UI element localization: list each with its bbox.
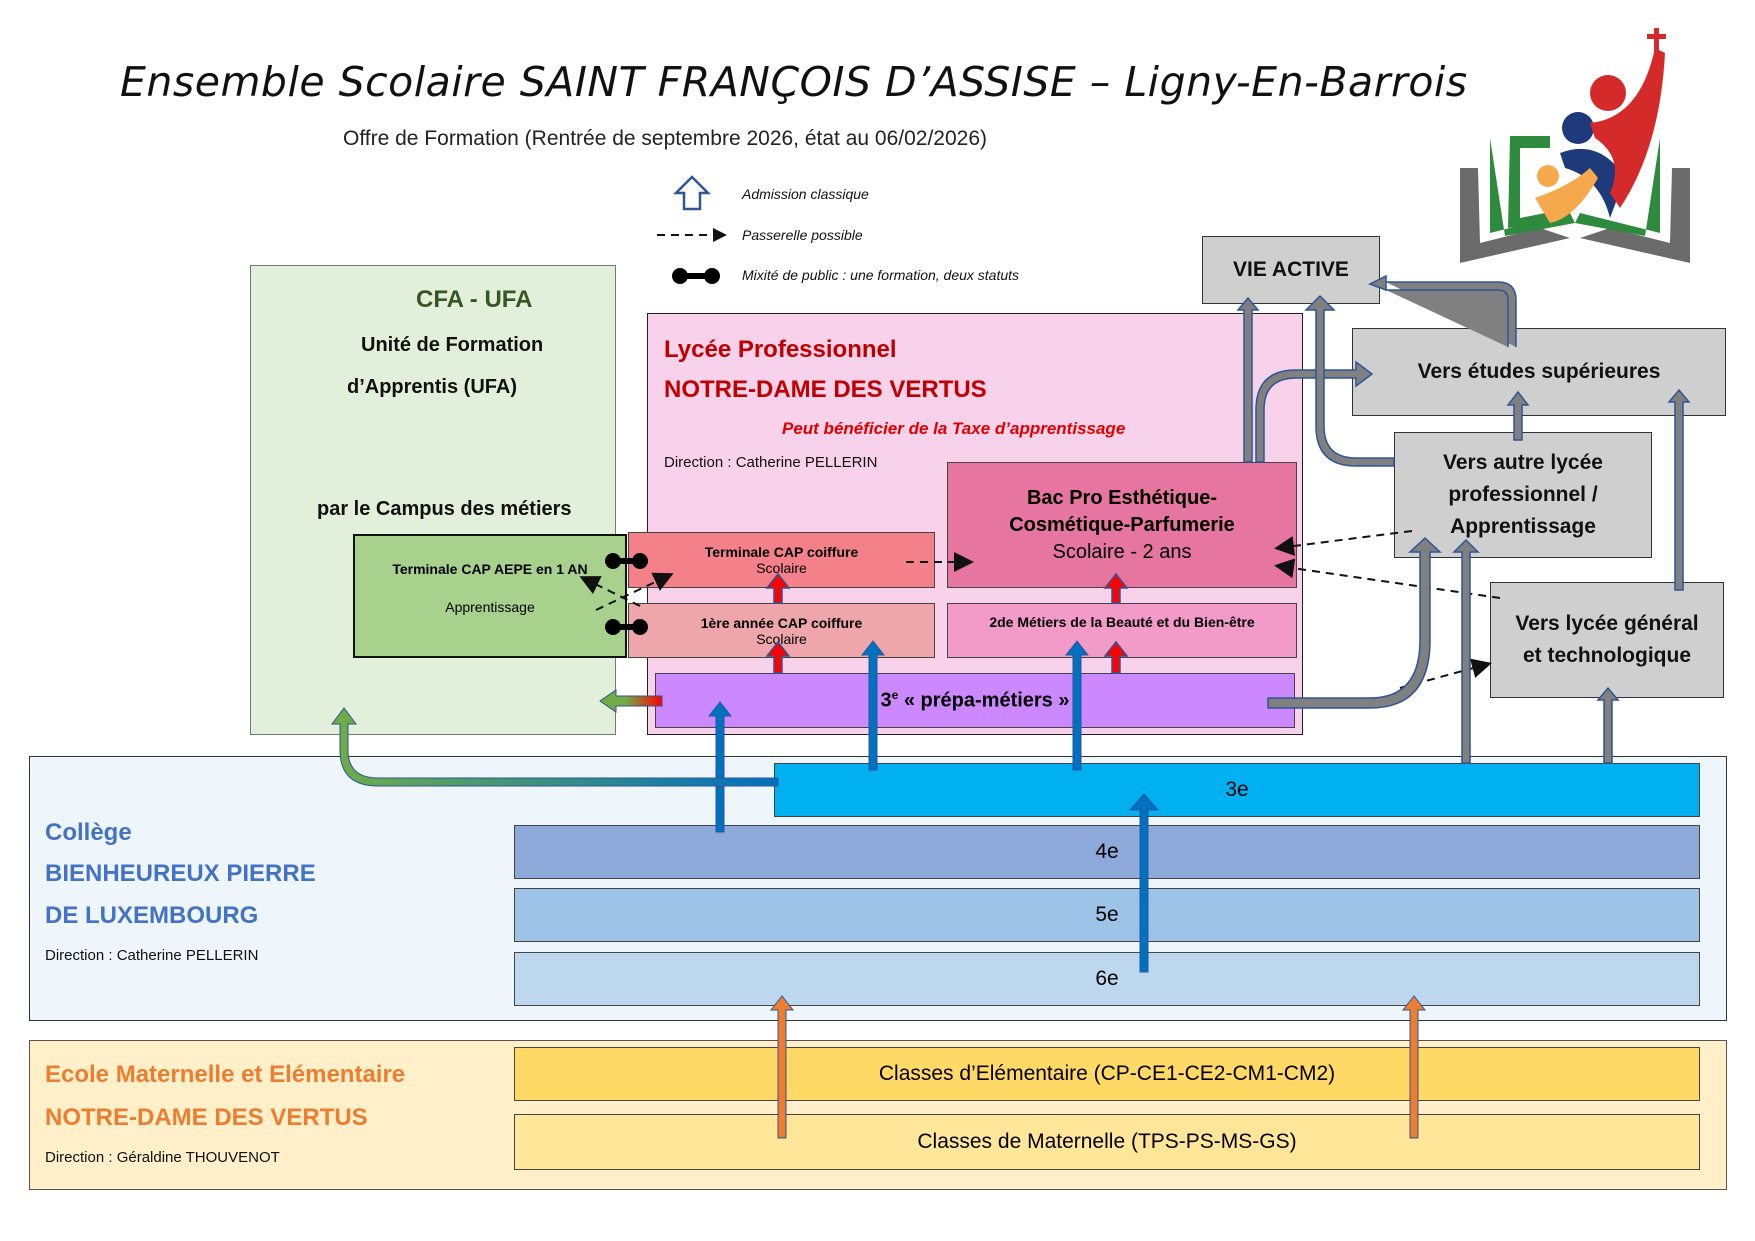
level-5e[interactable]: 5e: [514, 888, 1700, 942]
outcome-label-line2: professionnel /: [1448, 483, 1598, 506]
program-name: 2de Métiers de la Beauté et du Bien-être: [989, 614, 1255, 630]
level-3e[interactable]: 3e: [774, 763, 1700, 817]
cfa-subtitle-line1: Unité de Formation: [361, 334, 544, 356]
outcome-label-line1: Vers lycée général: [1515, 612, 1699, 635]
program-status: Apprentissage: [445, 599, 535, 615]
taxe-apprentissage-note: Peut bénéficier de la Taxe d’apprentissa…: [782, 419, 1126, 438]
program-status: Scolaire: [756, 630, 807, 647]
college-title-line1: Collège: [45, 819, 132, 846]
outcome-label-line1: Vers autre lycée: [1443, 451, 1603, 474]
page-subtitle: Offre de Formation (Rentrée de septembre…: [342, 127, 987, 150]
lycee-title-line2: NOTRE-DAME DES VERTUS: [664, 376, 987, 403]
arrow-3e-to-autre-lycee: [1452, 538, 1480, 764]
program-bac-pro-esthetique[interactable]: Bac Pro Esthétique- Cosmétique-Parfumeri…: [947, 462, 1297, 588]
page-title: Ensemble Scolaire SAINT FRANÇOIS D’ASSIS…: [120, 58, 1468, 106]
dumbbell-link-icon: [672, 268, 720, 284]
program-name: 3e « prépa-métiers »: [880, 688, 1070, 712]
cfa-title: CFA - UFA: [416, 286, 533, 313]
level-4e[interactable]: 4e: [514, 825, 1700, 879]
cfa-ufa-panel: CFA - UFA Unité de Formation d’Apprentis…: [250, 265, 616, 735]
outcome-label: VIE ACTIVE: [1233, 258, 1349, 281]
college-title-line3: DE LUXEMBOURG: [45, 902, 259, 929]
cfa-subtitle-line2: d’Apprentis (UFA): [347, 376, 517, 398]
level-6e[interactable]: 6e: [514, 952, 1700, 1006]
passerelle-prepa-to-general: [1399, 658, 1492, 689]
college-direction: Direction : Catherine PELLERIN: [45, 947, 259, 964]
dashed-arrow-icon: [657, 228, 727, 242]
level-label: Classes de Maternelle (TPS-PS-MS-GS): [917, 1130, 1297, 1153]
program-terminale-cap-coiffure[interactable]: Terminale CAP coiffure Scolaire: [628, 532, 935, 588]
outline-up-arrow-icon: [672, 175, 712, 211]
program-status: Scolaire: [756, 560, 807, 576]
outcome-label-line3: Apprentissage: [1450, 515, 1596, 538]
legend-label-admission: Admission classique: [742, 186, 869, 202]
program-status: Scolaire - 2 ans: [1052, 540, 1192, 563]
college-title-line2: BIENHEUREUX PIERRE: [45, 860, 316, 887]
ecole-title-line2: NOTRE-DAME DES VERTUS: [45, 1104, 368, 1131]
level-label: Classes d’Elémentaire (CP-CE1-CE2-CM1-CM…: [878, 1062, 1336, 1085]
outcome-lycee-general[interactable]: Vers lycée général et technologique: [1490, 582, 1724, 698]
program-terminale-cap-aepe[interactable]: Terminale CAP AEPE en 1 AN Apprentissage: [353, 534, 627, 658]
outcome-etudes-superieures[interactable]: Vers études supérieures: [1352, 328, 1726, 416]
legend-label-passerelle: Passerelle possible: [742, 227, 863, 243]
level-elementaire[interactable]: Classes d’Elémentaire (CP-CE1-CE2-CM1-CM…: [514, 1047, 1700, 1101]
outcome-vie-active[interactable]: VIE ACTIVE: [1202, 236, 1380, 304]
arrow-3e-to-general: [1596, 686, 1620, 764]
program-3e-prepa-metiers[interactable]: 3e « prépa-métiers »: [655, 673, 1295, 728]
ecole-direction: Direction : Géraldine THOUVENOT: [45, 1149, 280, 1166]
program-name-line1: Bac Pro Esthétique-: [1026, 486, 1218, 509]
ecole-title-line1: Ecole Maternelle et Elémentaire: [45, 1061, 406, 1088]
passerelle-general-to-bac: [1274, 558, 1501, 599]
lycee-title-line1: Lycée Professionnel: [664, 336, 897, 363]
program-name: Terminale CAP coiffure: [704, 544, 859, 560]
level-label: 4e: [1095, 840, 1119, 863]
lycee-direction: Direction : Catherine PELLERIN: [664, 454, 878, 471]
legend-label-mixite: Mixité de public : une formation, deux s…: [742, 267, 1020, 283]
level-label: 3e: [1225, 778, 1249, 801]
outcome-autre-lycee-pro[interactable]: Vers autre lycée professionnel / Apprent…: [1394, 432, 1652, 558]
outcome-label-line2: et technologique: [1523, 644, 1691, 667]
program-seconde-metiers-beaute[interactable]: 2de Métiers de la Beauté et du Bien-être: [947, 603, 1297, 658]
cfa-campus-label: par le Campus des métiers: [317, 498, 572, 520]
arrow-general-to-etudes: [1667, 388, 1691, 591]
level-label: 6e: [1095, 967, 1119, 990]
program-name: 1ère année CAP coiffure: [700, 614, 863, 631]
level-maternelle[interactable]: Classes de Maternelle (TPS-PS-MS-GS): [514, 1114, 1700, 1170]
outcome-label: Vers études supérieures: [1417, 360, 1661, 383]
open-book-people-logo-icon: [1460, 28, 1690, 263]
program-name-line2: Cosmétique-Parfumerie: [1009, 513, 1235, 536]
program-name: Terminale CAP AEPE en 1 AN: [392, 561, 588, 577]
program-premiere-cap-coiffure[interactable]: 1ère année CAP coiffure Scolaire: [628, 603, 935, 658]
level-label: 5e: [1095, 903, 1119, 926]
